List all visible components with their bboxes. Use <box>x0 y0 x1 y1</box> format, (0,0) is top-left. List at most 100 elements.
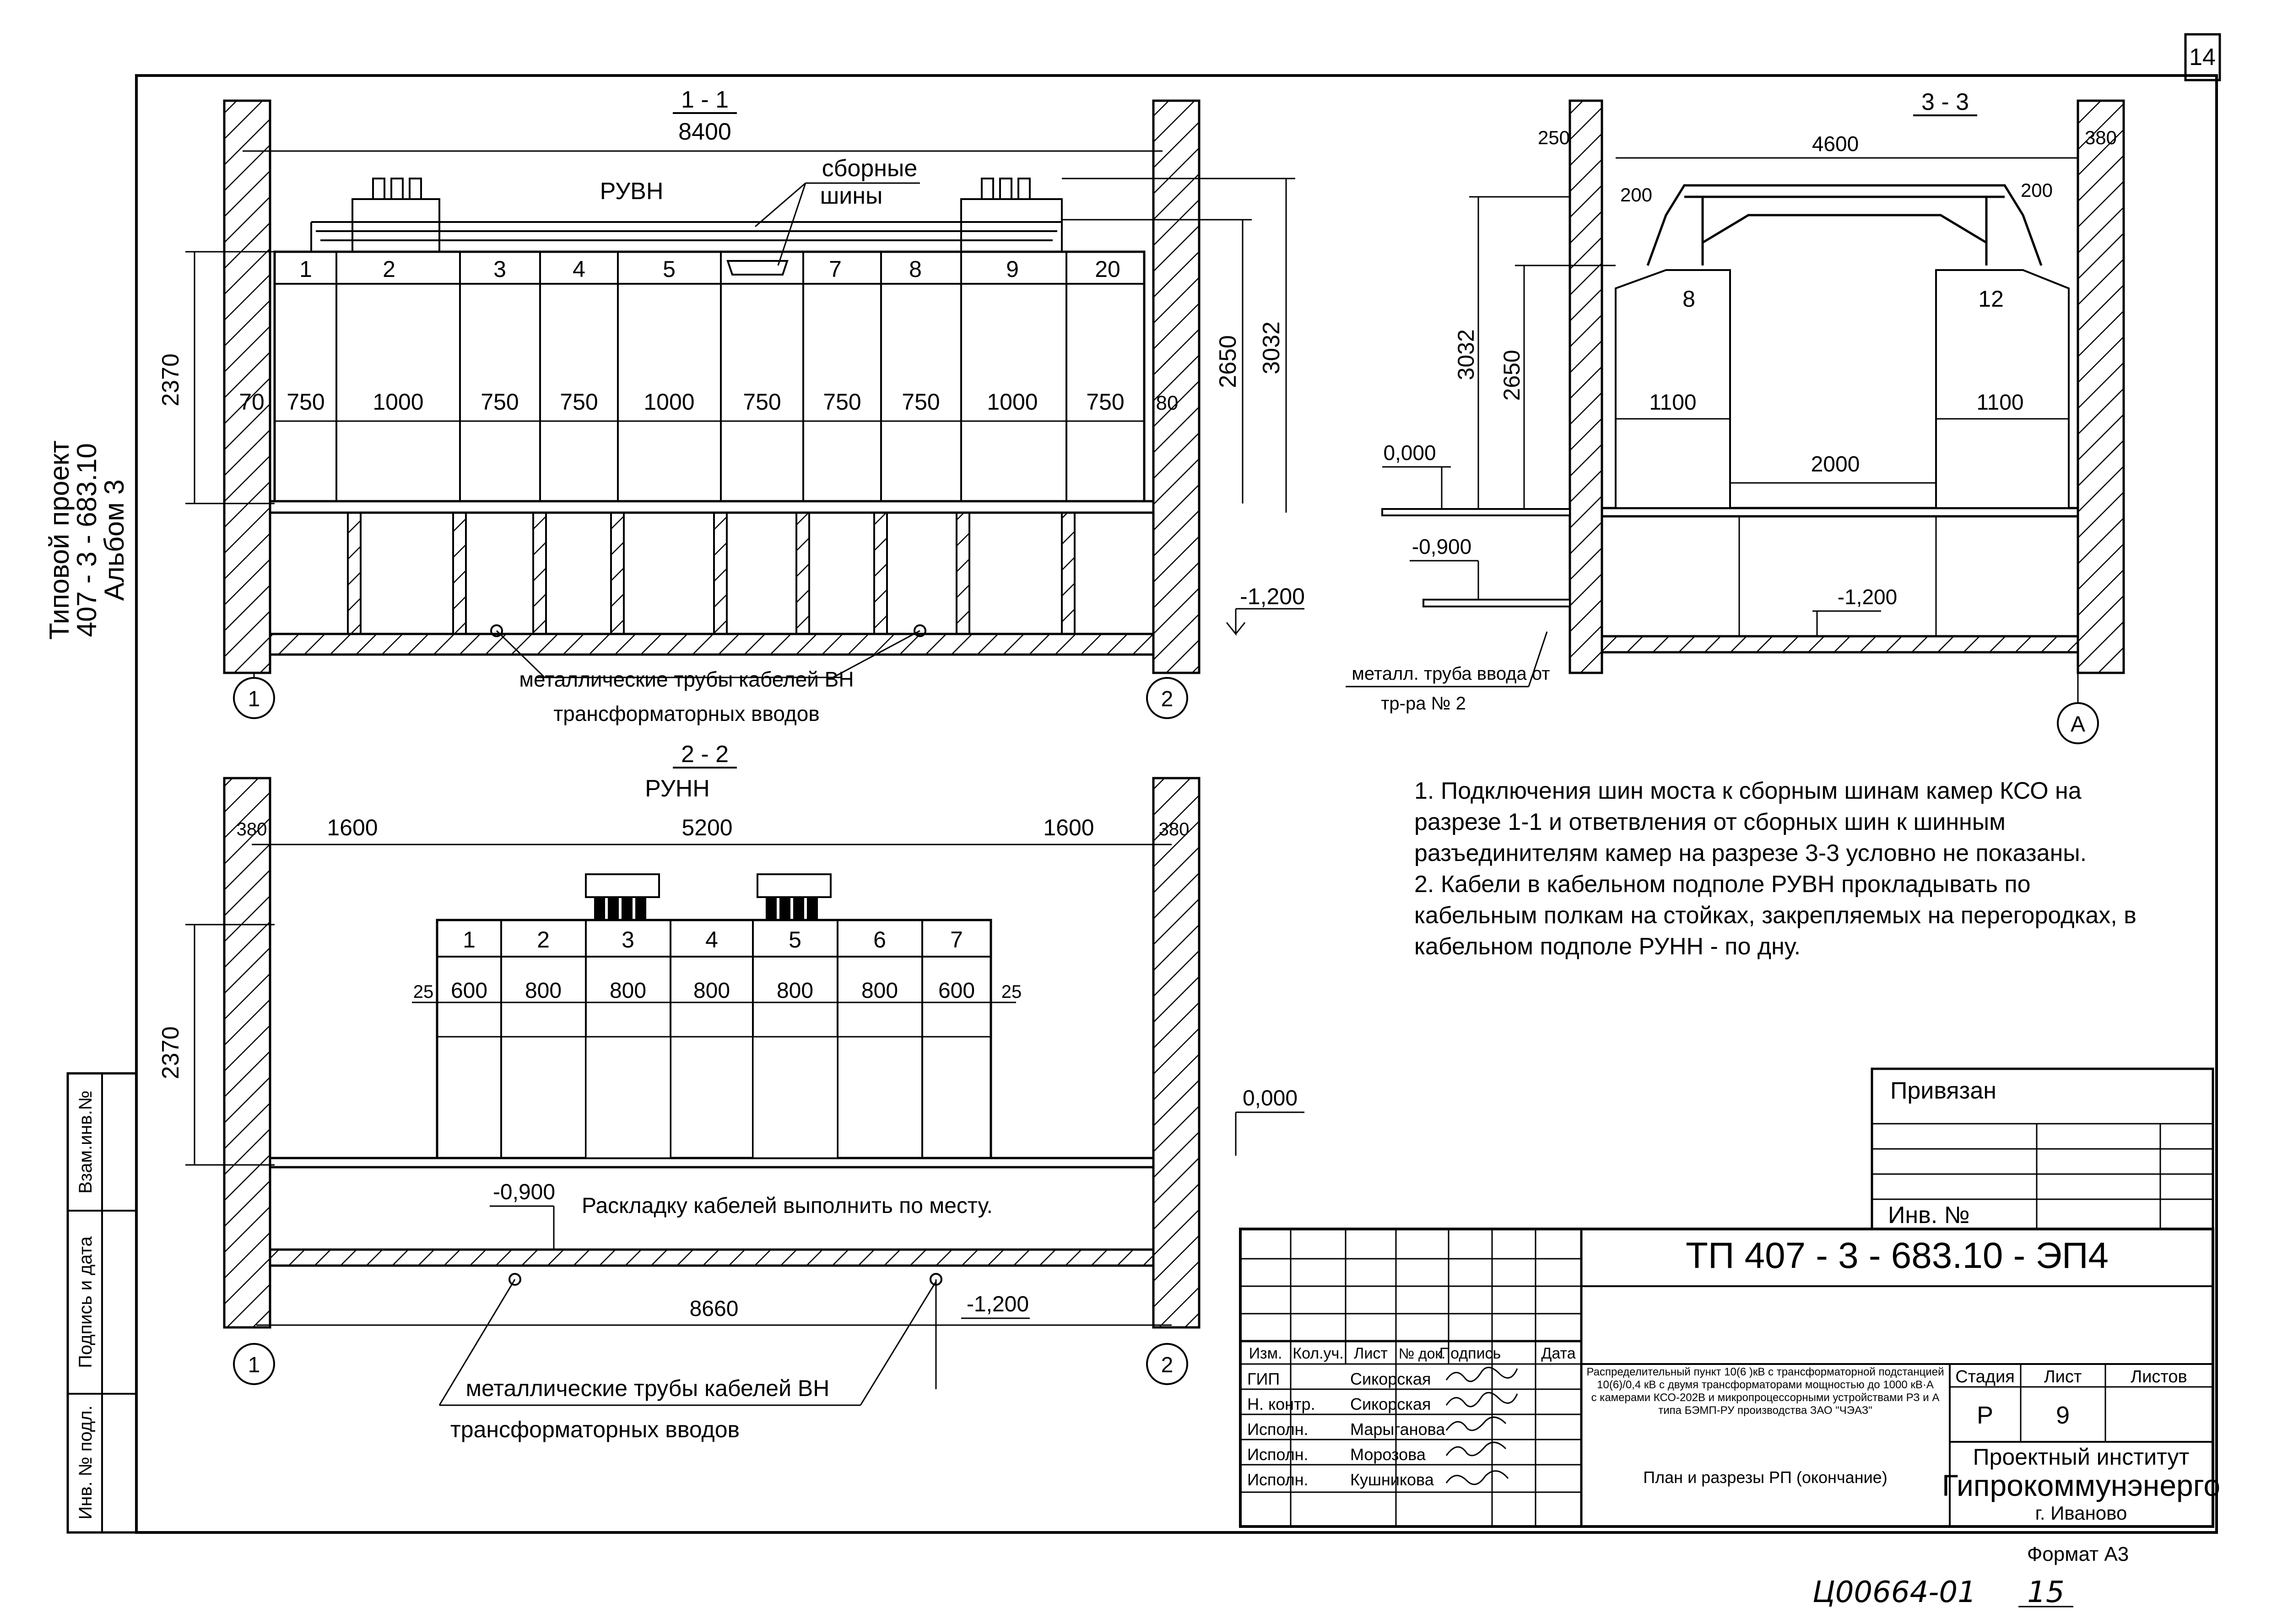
height-left: 2370 <box>157 353 184 406</box>
stage-label: Стадия <box>1955 1367 2015 1386</box>
wall-right-width: 380 <box>1159 819 1190 839</box>
stamp-name: Сикорская <box>1350 1395 1431 1413</box>
cell-number: 1 <box>299 256 312 282</box>
stamp-header: Кол.уч. <box>1293 1345 1343 1362</box>
handwritten-code: Ц00664-01 <box>1812 1575 1976 1609</box>
pipe-label-2: тр-ра № 2 <box>1381 693 1466 714</box>
section-3-3: 3 - 3 4600 250 380 200 200 8 12 1100 110… <box>1346 89 2125 744</box>
axis-label: 1 <box>248 687 260 711</box>
dim-offset-right: 200 <box>2021 179 2053 201</box>
axis-label: 1 <box>248 1353 260 1377</box>
signatures <box>1445 1367 1518 1485</box>
section-3-3-title: 3 - 3 <box>1921 89 1969 115</box>
cell-row <box>273 250 1146 503</box>
height-right-1: 2650 <box>1215 335 1241 388</box>
note-line: разрезе 1-1 и ответвления от сборных шин… <box>1414 809 2006 835</box>
section-2-2-title: 2 - 2 <box>681 741 729 768</box>
level-0: 0,000 <box>1243 1086 1298 1110</box>
cell-row <box>436 919 992 1159</box>
mid-span: 5200 <box>681 815 732 840</box>
level-0: 0,000 <box>1383 441 1436 465</box>
page-number: 14 <box>2189 44 2216 70</box>
cell-widths: 600 800 800 800 800 800 600 25 25 <box>413 979 1022 1003</box>
wall-left <box>1568 99 1603 674</box>
left-span: 1600 <box>327 815 378 840</box>
handwritten-page: 15 <box>2027 1575 2064 1609</box>
cell-number: 5 <box>789 927 801 953</box>
stamp-description: Распределительный пункт 10(6 )кВ с транс… <box>1586 1366 1944 1417</box>
sheet-label: Лист <box>2044 1367 2082 1386</box>
stamp-header: № док. <box>1399 1345 1446 1362</box>
cell-number: 4 <box>573 256 585 282</box>
cell-number: 9 <box>1006 256 1019 282</box>
stage-value: Р <box>1977 1402 1993 1429</box>
pipe-label-2: трансформаторных вводов <box>450 1417 740 1442</box>
cell-width: 70 <box>239 389 265 415</box>
cell-width: 750 <box>287 389 325 415</box>
level-mark: -1,200 <box>1240 584 1305 609</box>
cell-number: 2 <box>383 256 395 282</box>
stamp-roles: ГИП Н. контр. Исполн. Исполн. Исполн. <box>1247 1370 1315 1489</box>
axis-label: 2 <box>1161 1353 1174 1377</box>
stamp-header: Подпись <box>1439 1345 1501 1362</box>
stamp-name: Кушникова <box>1350 1470 1434 1489</box>
stamp-header: Дата <box>1541 1345 1575 1362</box>
height-2: 2650 <box>1499 350 1525 401</box>
cell-width: 600 <box>451 979 487 1003</box>
cell-numbers: 1 2 3 4 5 6 7 <box>463 927 963 953</box>
bus-bridge <box>1646 184 2043 266</box>
cell-width: 1000 <box>644 389 694 415</box>
cell-number: 1 <box>463 927 476 953</box>
cell-number: 2 <box>537 927 550 953</box>
pipe-label-2: трансформаторных вводов <box>553 702 820 725</box>
cell-number: 5 <box>663 256 676 282</box>
axis-marker <box>1146 1343 1188 1385</box>
side-field-signature: Подпись и дата <box>76 1236 96 1368</box>
transformer-bus-terminals <box>585 873 832 921</box>
axis-label: 2 <box>1161 687 1174 711</box>
cell-numbers: 1 2 3 4 5 7 8 9 20 <box>299 256 1120 282</box>
axis-marker <box>233 1343 275 1385</box>
cell-right: 12 <box>1978 286 2004 312</box>
axis-label: А <box>2071 712 2085 736</box>
cell-left: 8 <box>1682 286 1695 312</box>
cell-width: 1000 <box>373 389 423 415</box>
level-1: -0,900 <box>1412 535 1471 558</box>
wall-left-width: 380 <box>237 819 267 839</box>
room-label-runn: РУНН <box>645 775 710 802</box>
cell-number: 8 <box>909 256 922 282</box>
stamp-name: Сикорская <box>1350 1370 1431 1388</box>
cell-width: 80 <box>1156 392 1179 414</box>
sheet-value: 9 <box>2056 1402 2070 1429</box>
section-1-1-title: 1 - 1 <box>681 87 729 113</box>
cell-number: 20 <box>1095 256 1120 282</box>
cell-width: 750 <box>481 389 519 415</box>
aisle-width: 2000 <box>1811 452 1860 476</box>
wall-right <box>2077 99 2125 674</box>
cell-number: 3 <box>622 927 634 953</box>
org-line-2: Гипрокоммунэнерго <box>1942 1468 2220 1502</box>
section-1-1: 1 - 1 8400 <box>157 87 1305 725</box>
level-1: -0,900 <box>493 1180 555 1204</box>
stamp-role: Исполн. <box>1247 1420 1309 1439</box>
edge-left: 25 <box>413 982 434 1002</box>
cell-number: 3 <box>493 256 506 282</box>
level-2: -1,200 <box>1838 585 1897 609</box>
cell-width: 800 <box>610 979 646 1003</box>
cell-number: 6 <box>873 927 886 953</box>
dimension-lines <box>185 178 1295 513</box>
org-line-3: г. Иваново <box>2035 1502 2127 1524</box>
height-1: 3032 <box>1453 329 1479 380</box>
inventory-label: Инв. № <box>1888 1202 1969 1229</box>
side-title-line-1: Типовой проект <box>44 440 75 639</box>
edge-right: 25 <box>1001 982 1022 1002</box>
document-code: ТП 407 - 3 - 683.10 - ЭП4 <box>1686 1235 2109 1276</box>
level-2: -1,200 <box>967 1292 1029 1316</box>
note-line: кабельным полкам на стойках, закрепляемы… <box>1414 902 2136 929</box>
description-line: 10(6)/0,4 кВ с двумя трансформаторами мо… <box>1597 1379 1934 1391</box>
cell-number: 7 <box>950 927 963 953</box>
busbars <box>310 178 1063 276</box>
cell-width-right: 1100 <box>1976 390 2023 415</box>
cell-width: 600 <box>938 979 975 1003</box>
dim-width: 4600 <box>1812 132 1859 156</box>
